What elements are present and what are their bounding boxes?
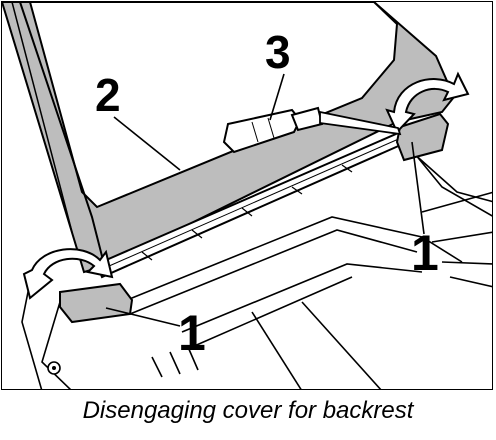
backrest-illustration	[2, 2, 492, 389]
rotate-arrow-right	[385, 71, 470, 134]
seat-frame	[21, 131, 492, 389]
illustration-frame: 2 3 1 1	[1, 1, 493, 390]
screwdriver	[222, 106, 402, 154]
leader-lines	[105, 73, 425, 327]
callout-clip-right: 1	[411, 225, 439, 281]
figure-caption: Disengaging cover for backrest	[82, 397, 414, 424]
clip-left	[59, 282, 134, 324]
clip-right	[395, 112, 450, 162]
rotate-arrow-left	[22, 248, 114, 300]
callout-cover: 2	[95, 69, 121, 121]
callout-clip-left: 1	[178, 305, 206, 361]
callout-screwdriver: 3	[265, 26, 291, 78]
